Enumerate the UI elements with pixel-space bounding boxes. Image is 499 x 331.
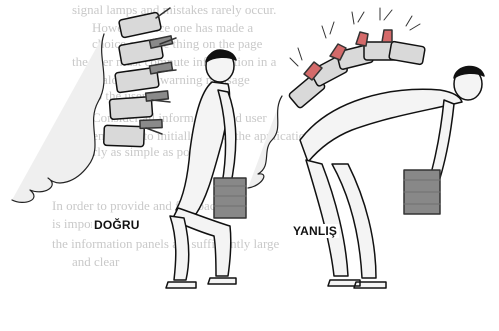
bleed-text-line: and clear (72, 254, 120, 269)
label-wrong-text: YANLIŞ (291, 224, 339, 238)
label-wrong: YANLIŞ (291, 224, 339, 238)
wrong-posture-figure (248, 8, 484, 288)
bleed-text-line: the information panels are sufficiently … (52, 236, 280, 251)
feet-wrong (328, 280, 386, 288)
bleed-text-line: However, once one has made a (92, 20, 253, 35)
bleed-text-line: signal lamps and mistakes rarely occur. (72, 2, 276, 17)
legs-wrong (306, 160, 376, 278)
label-correct: DOĞRU (92, 218, 142, 232)
bleed-text-line: In order to provide and feedback it (52, 198, 233, 213)
label-correct-text: DOĞRU (92, 218, 142, 232)
bleed-text-line: choice a single thing on the page (92, 36, 263, 51)
bent-person (300, 66, 484, 288)
spinal-cord-tail (12, 34, 104, 202)
lifted-box-correct (214, 178, 246, 218)
